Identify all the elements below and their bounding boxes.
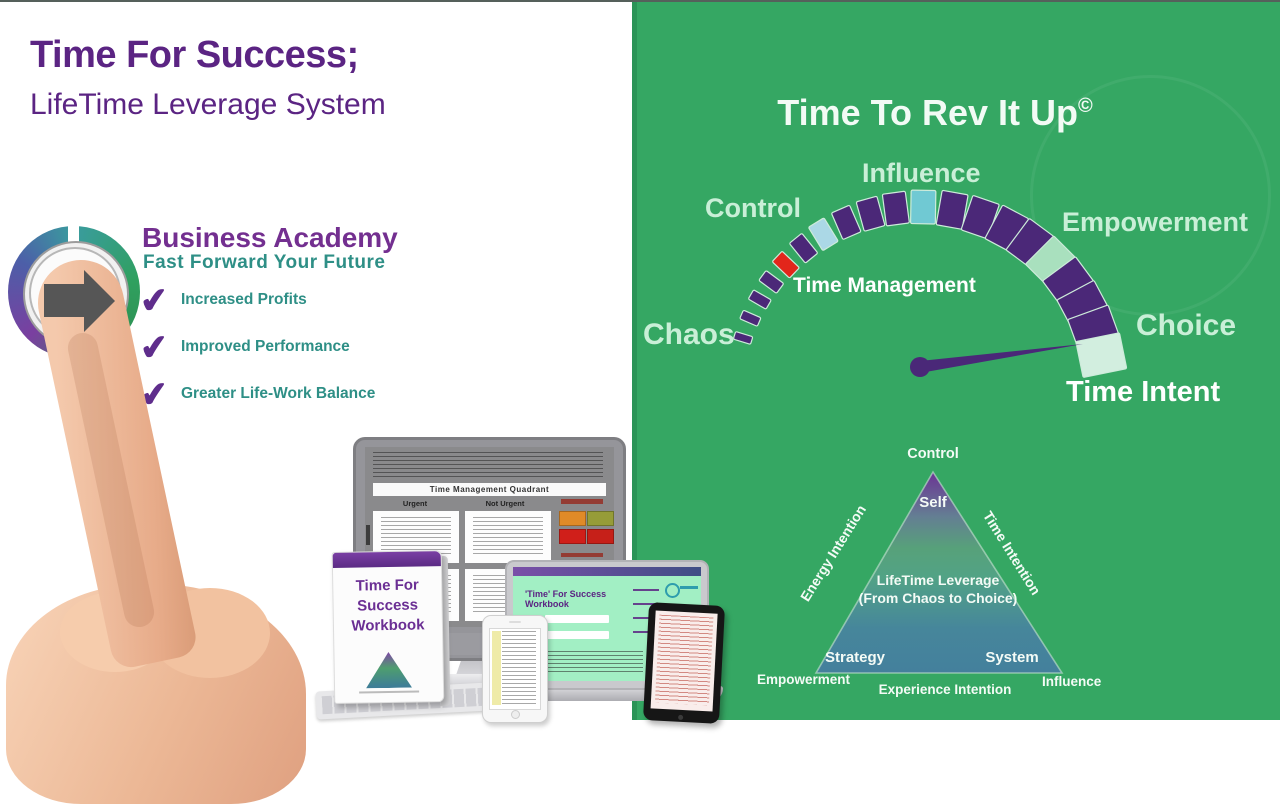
- pyramid-label-empowerment: Empowerment: [757, 672, 851, 687]
- gauge-segment-red: [772, 251, 800, 279]
- workbook-title-line: Workbook: [351, 616, 425, 635]
- gauge-arc: [733, 189, 1128, 378]
- gauge-label-chaos: Chaos: [643, 318, 735, 351]
- book-cover: Time For Success Workbook: [331, 550, 445, 704]
- document-paragraph-lines: [373, 452, 603, 479]
- workbook-title-line: Time For: [355, 576, 419, 595]
- gauge-segment-purple: [935, 189, 969, 230]
- background-circle-decoration: [1030, 75, 1271, 316]
- form-word-line: [633, 603, 659, 607]
- gauge-label-time-intent: Time Intent: [1066, 376, 1221, 408]
- form-input: [545, 631, 609, 639]
- form-input: [545, 615, 609, 623]
- mini-caption-line: [359, 690, 420, 694]
- gauge-title: Time To Rev It Up©: [700, 92, 1170, 134]
- academy-name: Business Academy: [142, 222, 398, 253]
- gauge-segment-lightblue: [808, 217, 839, 251]
- gauge-segment-purple: [739, 309, 762, 327]
- arrow-icon: [44, 284, 84, 317]
- status-heading-line: [561, 553, 603, 557]
- gauge-segment-purple: [789, 233, 818, 264]
- benefit-label: Increased Profits: [180, 291, 307, 308]
- benefit-label: Greater Life-Work Balance: [180, 385, 376, 402]
- pyramid-label-influence: Influence: [1042, 674, 1102, 689]
- phone-screen: [489, 628, 541, 710]
- status-box-red: [559, 529, 586, 544]
- document-text-lines: [654, 614, 714, 706]
- pyramid-label-experience-intention: Experience Intention: [878, 682, 1012, 697]
- gauge-label-control: Control: [705, 193, 801, 223]
- gauge-segment-purple: [881, 190, 910, 227]
- gauge-segment-purple: [748, 289, 772, 310]
- copyright-symbol: ©: [1077, 95, 1093, 117]
- status-box-orange: [559, 511, 586, 526]
- arrow-icon-head: [84, 270, 115, 332]
- benefit-item: ✔ Greater Life-Work Balance: [138, 375, 376, 416]
- status-box-red: [587, 529, 614, 544]
- gauge-segment-purple: [855, 195, 886, 232]
- slide-subtitle: LifeTime Leverage System: [30, 88, 386, 121]
- gauge-label-influence: Influence: [862, 158, 981, 188]
- tablet: [642, 602, 726, 724]
- mini-pyramid-graphic: [365, 652, 412, 689]
- pyramid-label-system: System: [985, 649, 1039, 666]
- slide-title: Time For Success;: [30, 34, 359, 76]
- check-icon: ✔: [138, 280, 171, 322]
- row-label-urgent: [366, 525, 370, 545]
- quadrant-cell: [465, 511, 551, 563]
- screen-top-bar: [513, 567, 701, 576]
- top-edge-line: [0, 0, 1280, 2]
- pyramid-diagram: [814, 470, 1064, 674]
- pyramid-label-chaos-to-choice: (From Chaos to Choice): [858, 590, 1018, 606]
- laptop-workbook-title: 'Time' For Success Workbook: [525, 589, 607, 609]
- gauge-segment-purple: [758, 270, 784, 294]
- tablet-screen: [650, 610, 718, 712]
- gauge-segment-purple: [733, 331, 754, 345]
- gauge-label-time-management: Time Management: [793, 274, 976, 297]
- pyramid-label-lifetime-leverage: LifeTime Leverage: [876, 572, 1000, 588]
- benefit-item: ✔ Improved Performance: [138, 327, 350, 369]
- gauge-needle: [920, 344, 1083, 373]
- status-box-olive: [587, 511, 614, 526]
- phone-home-button: [511, 710, 520, 719]
- benefit-item: ✔ Increased Profits: [138, 280, 307, 322]
- benefit-label: Improved Performance: [180, 338, 350, 355]
- engage-logo-icon: [665, 583, 680, 598]
- quadrant-col-urgent: Urgent: [402, 499, 428, 508]
- quadrant-col-not-urgent: Not Urgent: [485, 499, 525, 508]
- pyramid-label-self: Self: [919, 494, 947, 511]
- workbook-book: Time For Success Workbook: [331, 550, 451, 707]
- gauge-title-text: Time To Rev It Up: [777, 92, 1078, 133]
- quadrant-title: Time Management Quadrant: [373, 483, 606, 496]
- pyramid-label-strategy: Strategy: [824, 649, 886, 666]
- workbook-title-line: Success: [357, 596, 419, 615]
- gauge-label-empowerment: Empowerment: [1062, 207, 1249, 237]
- form-word-line: [633, 617, 659, 621]
- cell-text-lines: [473, 517, 543, 557]
- gauge-segment-cyan: [909, 189, 937, 225]
- smartphone: [482, 615, 548, 723]
- academy-tagline: Fast Forward Your Future: [143, 252, 386, 273]
- phone-speaker: [509, 621, 521, 623]
- quadrant-col-overview: [561, 499, 603, 504]
- spreadsheet-grid-lines: [502, 631, 536, 705]
- pyramid-label-control: Control: [907, 446, 959, 462]
- spreadsheet-highlight-column: [492, 631, 501, 705]
- check-icon: ✔: [138, 327, 171, 369]
- gauge-needle-hub: [910, 357, 930, 377]
- form-word-line: [633, 589, 659, 593]
- pyramid-triangle: [814, 470, 1064, 674]
- gauge-segment-mint_pale: [1075, 332, 1128, 378]
- book-top-band: [332, 551, 441, 568]
- tablet-home-button: [678, 714, 684, 721]
- engage-logo-text-line: [680, 586, 698, 589]
- gauge-label-choice: Choice: [1136, 309, 1237, 342]
- gauge-segment-purple: [831, 204, 862, 240]
